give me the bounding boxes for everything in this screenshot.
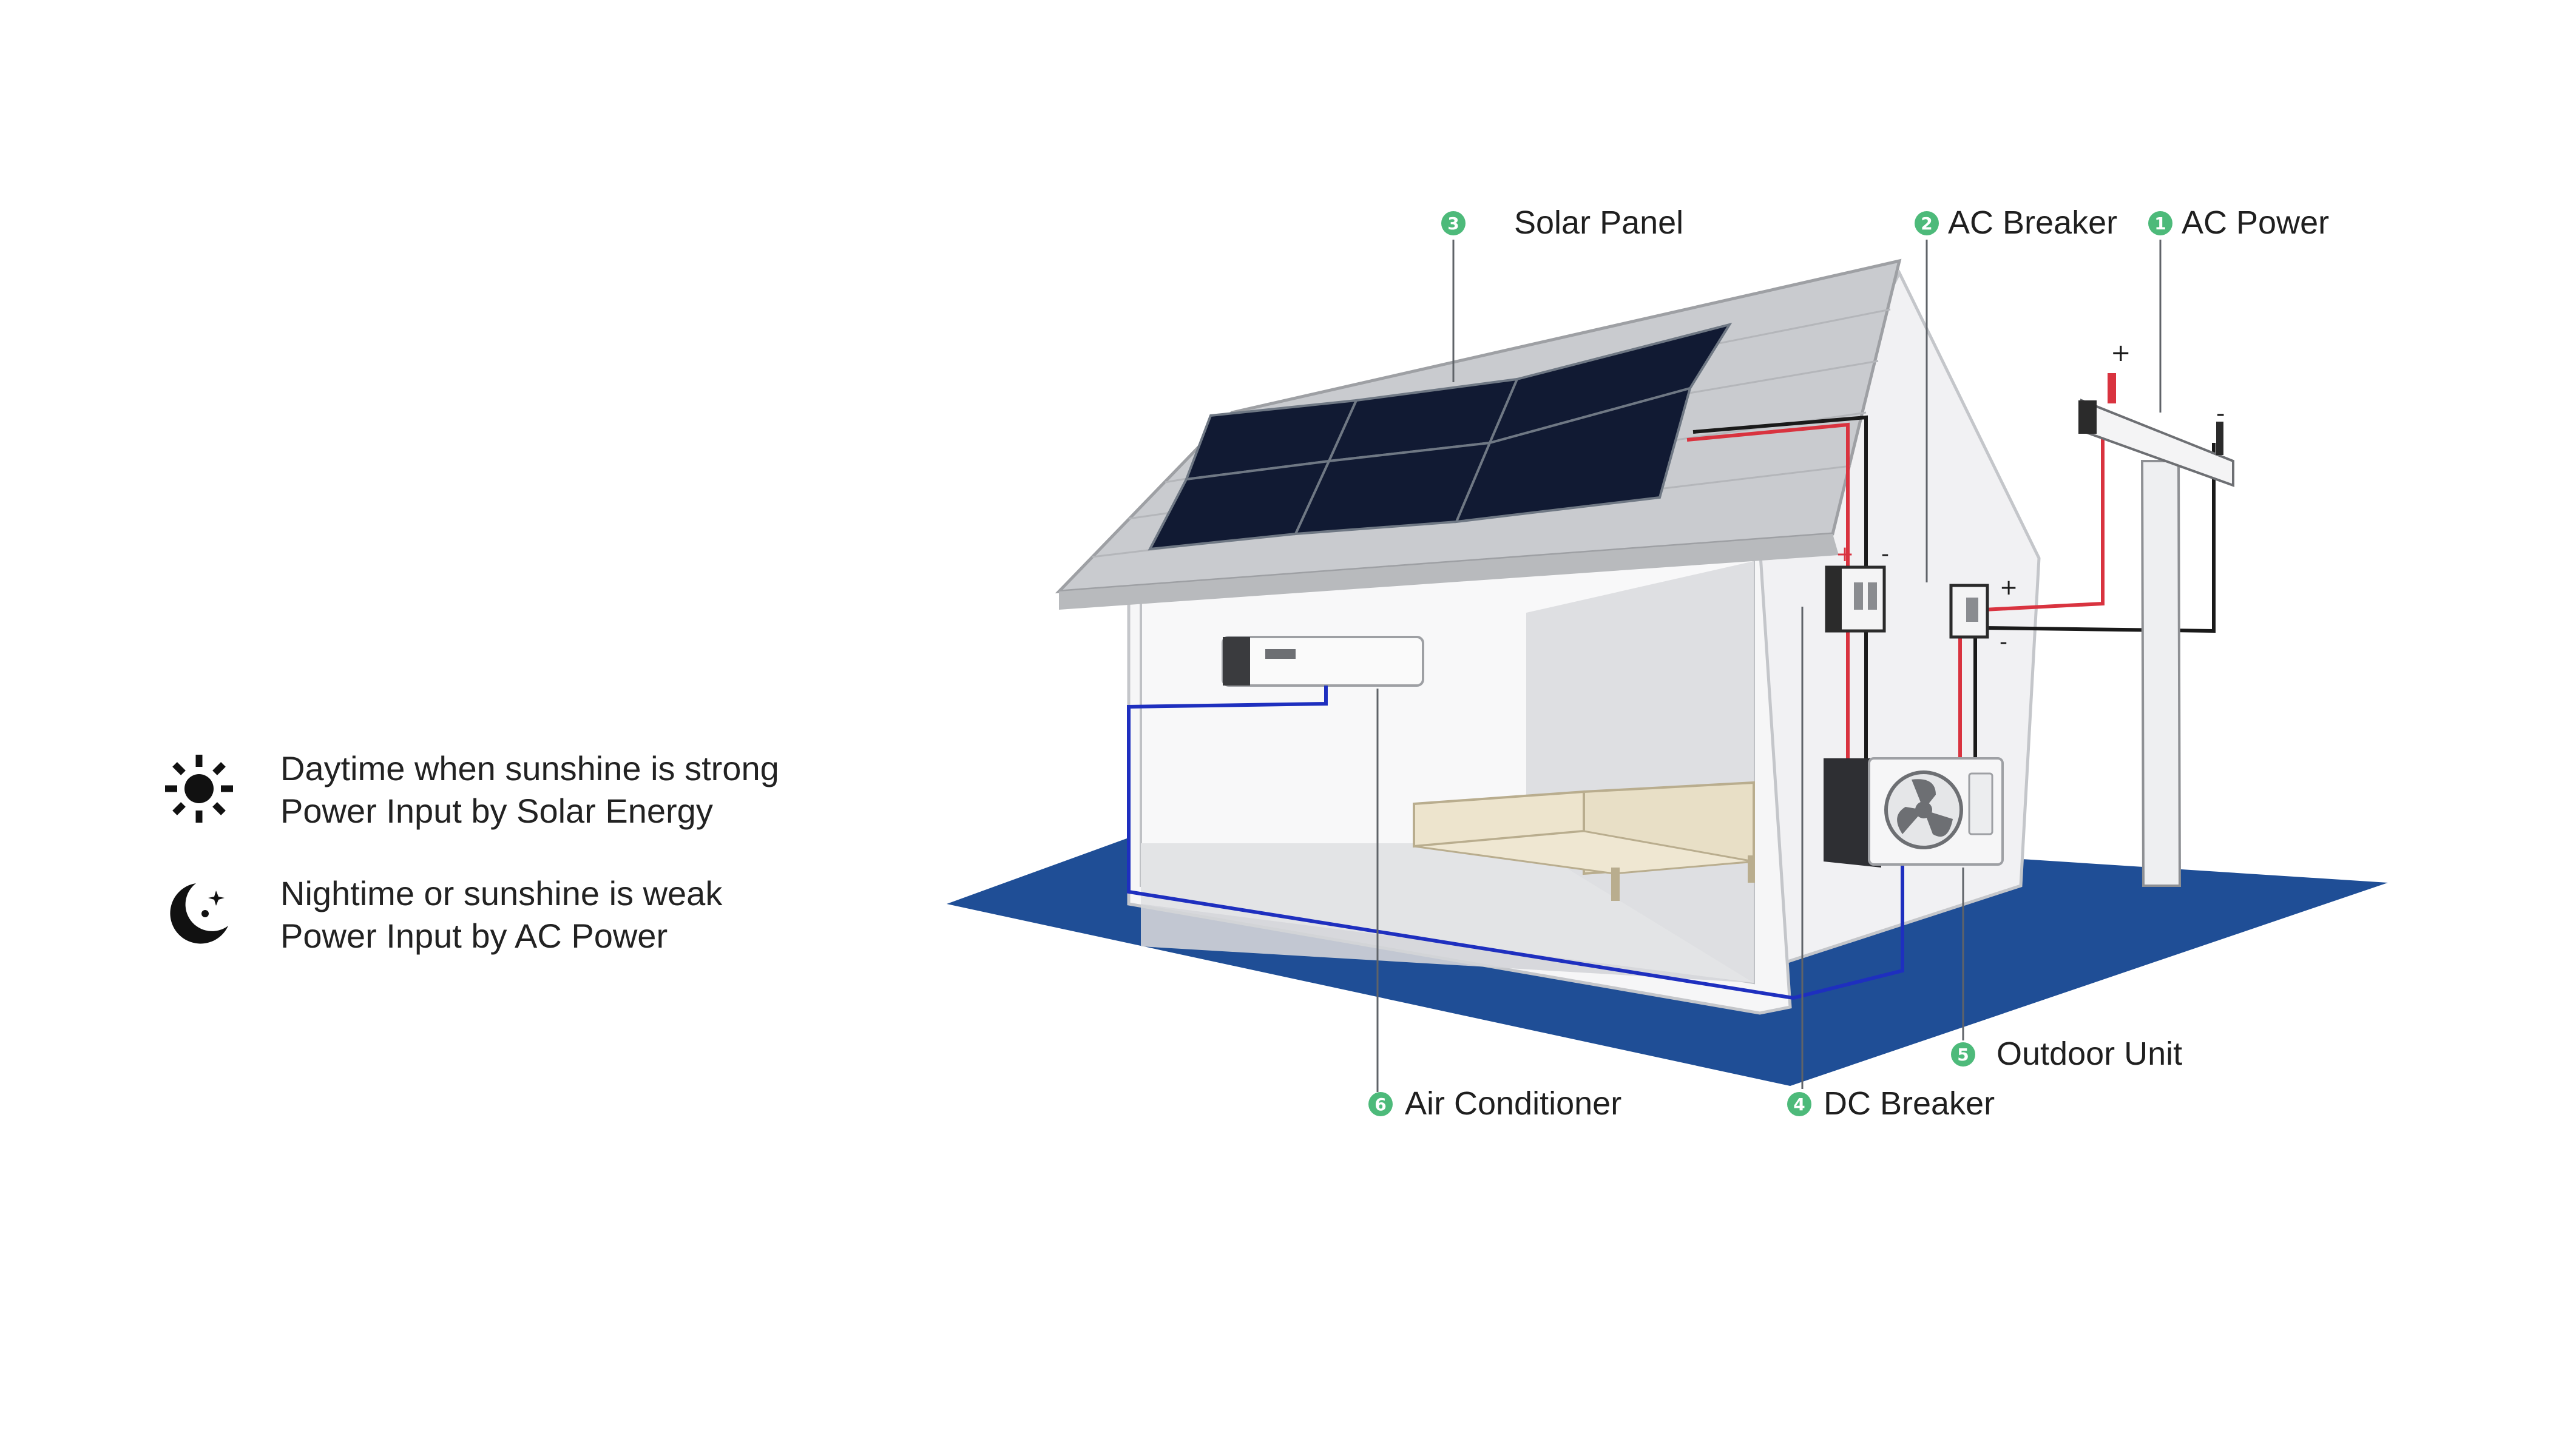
plus-sign: + bbox=[1836, 542, 1854, 567]
indoor-ac-unit bbox=[1222, 636, 1424, 687]
ac-negative-wire bbox=[1984, 443, 2216, 633]
dc-breaker-box bbox=[1825, 565, 1886, 633]
wiring bbox=[1127, 240, 2216, 1092]
minus-sign: - bbox=[2000, 630, 2007, 655]
label-outdoor-unit: Outdoor Unit bbox=[1997, 1036, 2183, 1072]
utility-pole bbox=[2078, 373, 2234, 887]
legend-nighttime-line2: Power Input by AC Power bbox=[280, 917, 668, 955]
label-air-conditioner: Air Conditioner bbox=[1405, 1085, 1622, 1122]
ac-positive-wire bbox=[1984, 437, 2105, 612]
dc-positive-wire bbox=[1686, 422, 1850, 570]
plus-sign: + bbox=[2000, 575, 2018, 600]
solar-panel-cell bbox=[1454, 386, 1692, 524]
dc-negative-wire bbox=[1692, 415, 1868, 570]
moon-icon bbox=[170, 883, 228, 944]
ac-breaker-box bbox=[1949, 584, 1989, 639]
sun-icon bbox=[165, 755, 233, 823]
number-badge: 3 bbox=[1441, 211, 1466, 235]
roof-edge bbox=[1059, 534, 1839, 610]
minus-sign: - bbox=[2216, 400, 2225, 428]
indoor-ac-wire bbox=[1127, 686, 1904, 1000]
outdoor-unit bbox=[1824, 757, 2004, 868]
bed bbox=[1413, 781, 1755, 901]
minus-sign: - bbox=[1881, 542, 1889, 567]
room-floor-front bbox=[1141, 843, 1754, 983]
number-badge: 5 bbox=[1951, 1042, 1975, 1067]
number-badge: 1 bbox=[2148, 211, 2172, 235]
label-solar-panel: Solar Panel bbox=[1514, 204, 1684, 241]
legend-nighttime-line1: Nightime or sunshine is weak bbox=[280, 874, 723, 912]
solar-panels bbox=[1148, 322, 1733, 551]
label-ac-breaker: AC Breaker bbox=[1948, 204, 2118, 241]
number-badge: 4 bbox=[1787, 1092, 1811, 1116]
number-badge: 2 bbox=[1915, 211, 1939, 235]
label-dc-breaker: DC Breaker bbox=[1824, 1085, 1995, 1122]
plus-sign: + bbox=[2111, 339, 2131, 367]
legend-daytime-line2: Power Input by Solar Energy bbox=[280, 792, 713, 830]
label-ac-power: AC Power bbox=[2182, 204, 2330, 241]
room-back-wall bbox=[1526, 561, 1754, 983]
number-badge: 6 bbox=[1368, 1092, 1393, 1116]
legend-daytime-line1: Daytime when sunshine is strong bbox=[280, 749, 779, 787]
